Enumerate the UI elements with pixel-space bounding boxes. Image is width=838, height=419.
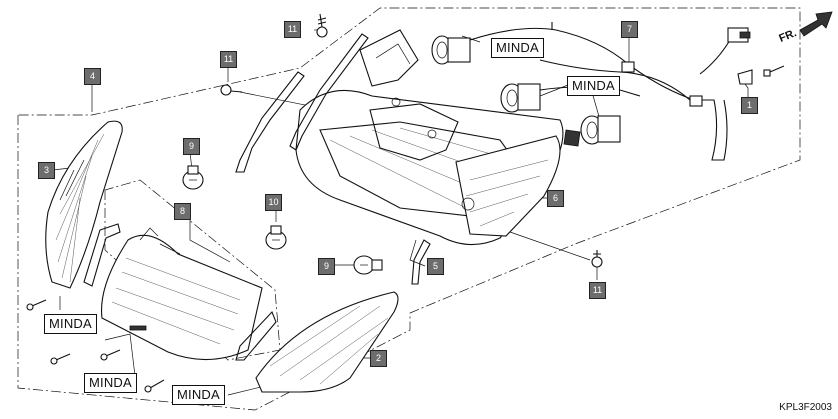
callout-7: 7 xyxy=(621,21,638,38)
screw-top xyxy=(316,13,328,38)
brand-tag-socket: MINDA xyxy=(567,76,620,96)
group-boundary-main xyxy=(17,7,801,411)
brand-tag-right: MINDA xyxy=(172,385,225,405)
headlight-lens xyxy=(100,227,263,361)
screw-upper-left xyxy=(220,84,243,96)
socket-top xyxy=(431,35,471,65)
callout-11-left: 11 xyxy=(220,51,237,68)
wire-harness xyxy=(469,22,753,161)
socket-middle xyxy=(500,83,541,113)
brand-tag-lens: MINDA xyxy=(84,373,137,393)
callout-5: 5 xyxy=(427,258,444,275)
callout-11-right: 11 xyxy=(589,282,606,299)
screw-left-2 xyxy=(100,349,121,361)
callout-8: 8 xyxy=(174,203,191,220)
screw-left-1 xyxy=(26,299,47,311)
socket-right xyxy=(580,115,621,145)
callout-10: 10 xyxy=(265,194,282,211)
callout-1: 1 xyxy=(741,97,758,114)
bulb-10 xyxy=(265,225,287,250)
callout-11-top: 11 xyxy=(284,21,301,38)
bulb-9-lower xyxy=(353,255,383,275)
brand-tag-top: MINDA xyxy=(491,38,544,58)
frame-strip-right xyxy=(289,33,369,151)
brand-tag-left: MINDA xyxy=(44,314,97,334)
drawing-code: KPL3F2003 xyxy=(779,402,832,413)
screw-right-top xyxy=(763,65,785,77)
right-seal-strip xyxy=(235,310,277,361)
headlight-housing xyxy=(295,29,581,246)
callout-3: 3 xyxy=(38,162,55,179)
bottom-strip xyxy=(411,239,431,285)
callout-2: 2 xyxy=(370,350,387,367)
screw-left-3 xyxy=(50,353,71,365)
bulb-9-upper xyxy=(182,165,204,190)
callout-6: 6 xyxy=(547,190,564,207)
screw-lower-right xyxy=(591,250,603,268)
screw-left-4 xyxy=(144,379,165,393)
callout-9-upper: 9 xyxy=(183,138,200,155)
callout-9-lower: 9 xyxy=(318,258,335,275)
frame-strip-left xyxy=(235,71,305,173)
left-cover xyxy=(45,120,123,289)
right-cover xyxy=(255,291,399,393)
left-seal-strip xyxy=(83,223,121,287)
front-arrow-icon xyxy=(799,11,833,37)
callout-4: 4 xyxy=(84,68,101,85)
